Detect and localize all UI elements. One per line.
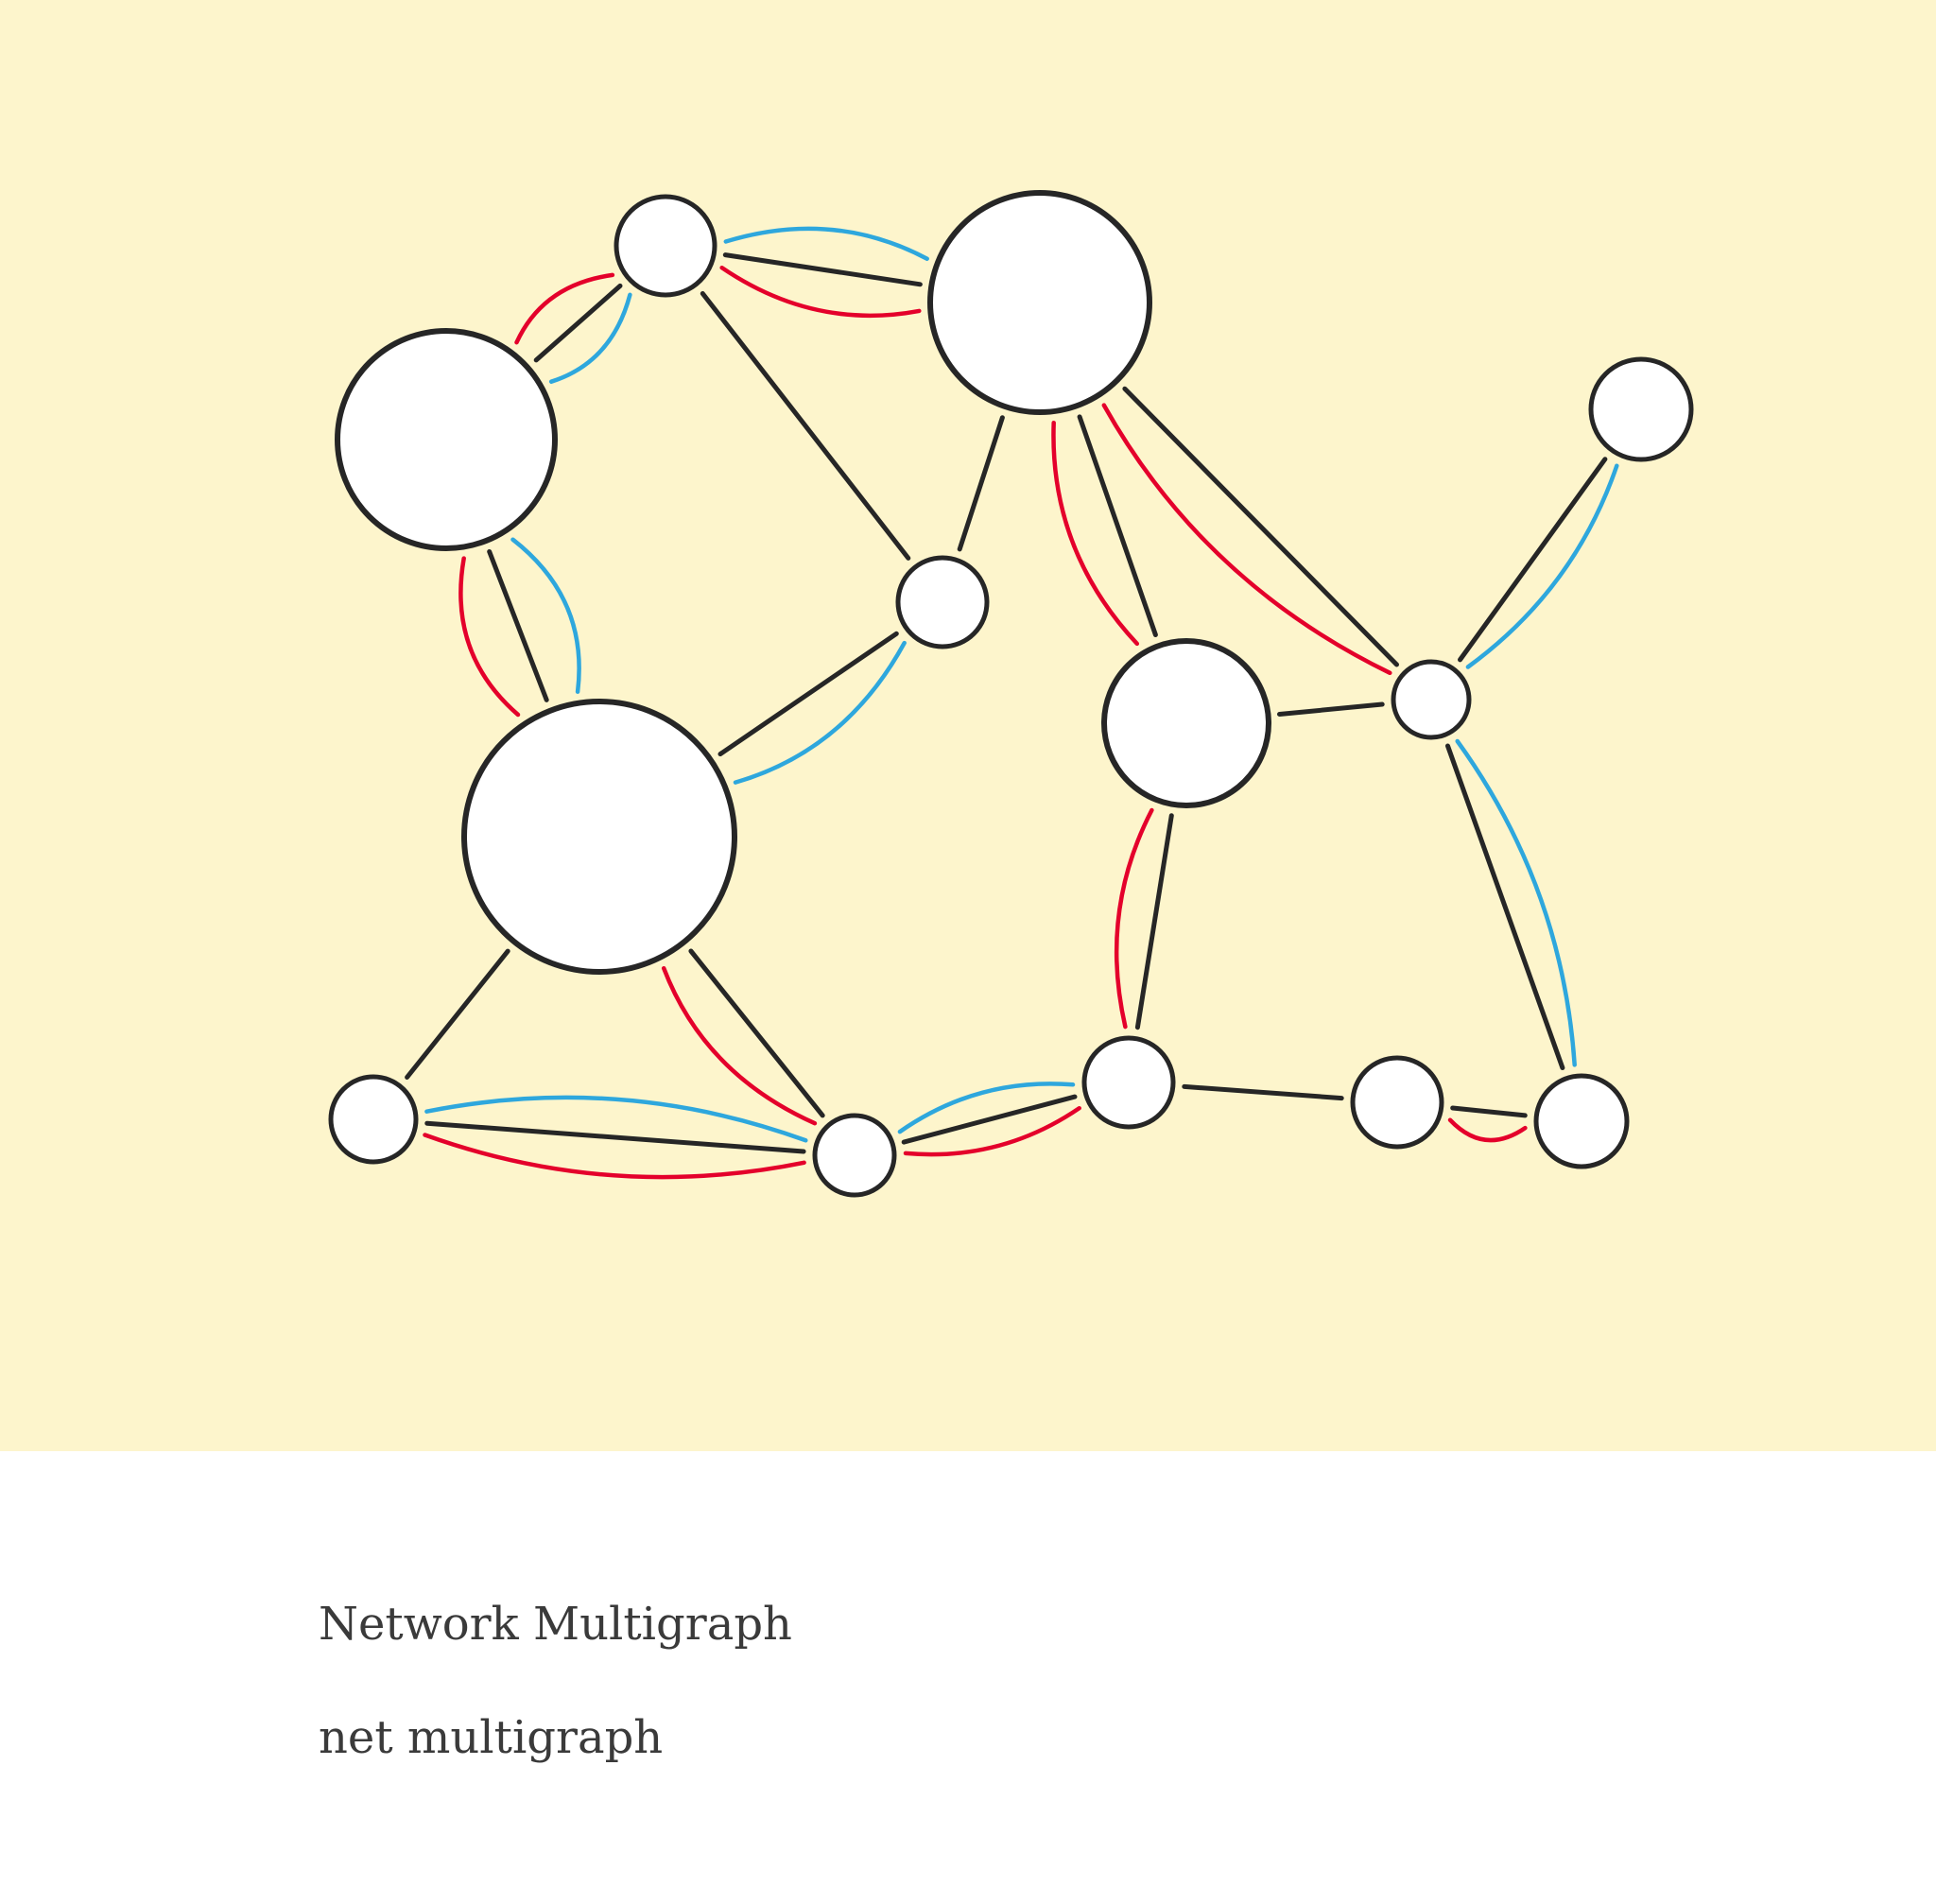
- edge-blue-bottom-left-small-to-bottom-center-small: [424, 1095, 808, 1143]
- edge-blue-top-small-to-left-large: [548, 292, 632, 384]
- edge-black-bottom-right-center-to-bottom-right-2: [1182, 1083, 1344, 1101]
- edge-black-bottom-left-small-to-bottom-center-small: [424, 1120, 806, 1154]
- edge-black-center-large-to-bottom-center-small: [688, 948, 825, 1118]
- figure-subtitle: net multigraph: [319, 1711, 664, 1764]
- edge-red-center-large-to-bottom-center-small: [661, 965, 818, 1126]
- edge-red-top-small-to-left-large: [514, 272, 615, 345]
- node-top-small: [614, 194, 717, 298]
- node-bottom-right-2: [1350, 1055, 1444, 1150]
- edge-black-top-right-large-to-right-medium: [1077, 414, 1158, 637]
- edge-red-bottom-right-2-to-bottom-far-right: [1447, 1117, 1528, 1143]
- edge-black-top-right-large-to-right-small-hub: [1122, 386, 1399, 667]
- node-left-large: [335, 328, 558, 551]
- edge-black-top-small-to-left-large: [533, 283, 623, 363]
- edge-blue-bottom-center-small-to-bottom-right-center: [897, 1082, 1076, 1134]
- nodes-layer: [328, 190, 1694, 1198]
- edge-black-top-small-to-center-small: [700, 291, 911, 561]
- figure-title: Network Multigraph: [319, 1598, 792, 1651]
- edge-red-bottom-center-small-to-bottom-right-center: [903, 1105, 1081, 1157]
- edge-blue-left-large-to-center-large: [510, 537, 581, 694]
- edge-red-left-large-to-center-large: [458, 556, 521, 718]
- edges-layer: [405, 226, 1619, 1180]
- node-bottom-right-center: [1081, 1035, 1176, 1130]
- edge-black-right-medium-to-right-small-hub: [1277, 701, 1385, 717]
- edge-red-top-small-to-top-right-large: [719, 265, 922, 319]
- edge-black-right-small-hub-to-bottom-far-right: [1445, 743, 1565, 1070]
- network-multigraph-figure: [0, 0, 1936, 1451]
- edge-black-bottom-right-2-to-bottom-far-right: [1450, 1105, 1528, 1118]
- node-center-large: [461, 699, 737, 975]
- node-right-medium: [1101, 638, 1271, 808]
- node-center-small: [895, 555, 990, 649]
- node-bottom-center-small: [812, 1113, 897, 1198]
- edge-red-bottom-left-small-to-bottom-center-small: [423, 1133, 806, 1180]
- edge-black-center-large-to-bottom-left-small: [405, 948, 510, 1080]
- node-right-small-hub: [1391, 659, 1472, 740]
- edge-red-top-right-large-to-right-medium: [1051, 420, 1140, 647]
- edge-black-bottom-center-small-to-bottom-right-center: [901, 1094, 1078, 1145]
- network-graph-canvas: [0, 0, 1936, 1451]
- node-top-right-large: [927, 190, 1152, 415]
- edge-blue-top-small-to-top-right-large: [723, 226, 929, 261]
- edge-black-top-small-to-top-right-large: [722, 252, 923, 287]
- edge-black-right-medium-to-bottom-right-center: [1134, 813, 1174, 1030]
- edge-black-center-small-to-center-large: [717, 631, 899, 757]
- edge-black-left-large-to-center-large: [487, 549, 549, 702]
- edge-blue-right-small-hub-to-bottom-far-right: [1455, 738, 1577, 1067]
- edge-blue-far-right-top-to-right-small-hub: [1465, 463, 1619, 669]
- edge-blue-center-small-to-center-large: [733, 640, 907, 785]
- node-bottom-left-small: [328, 1074, 419, 1165]
- edge-black-top-right-large-to-center-small: [957, 415, 1005, 552]
- edge-black-far-right-top-to-right-small-hub: [1458, 457, 1608, 663]
- edge-red-top-right-large-to-right-small-hub: [1101, 403, 1392, 676]
- edge-red-right-medium-to-bottom-right-center: [1114, 807, 1154, 1030]
- node-far-right-top: [1588, 356, 1694, 462]
- node-bottom-far-right: [1533, 1073, 1630, 1169]
